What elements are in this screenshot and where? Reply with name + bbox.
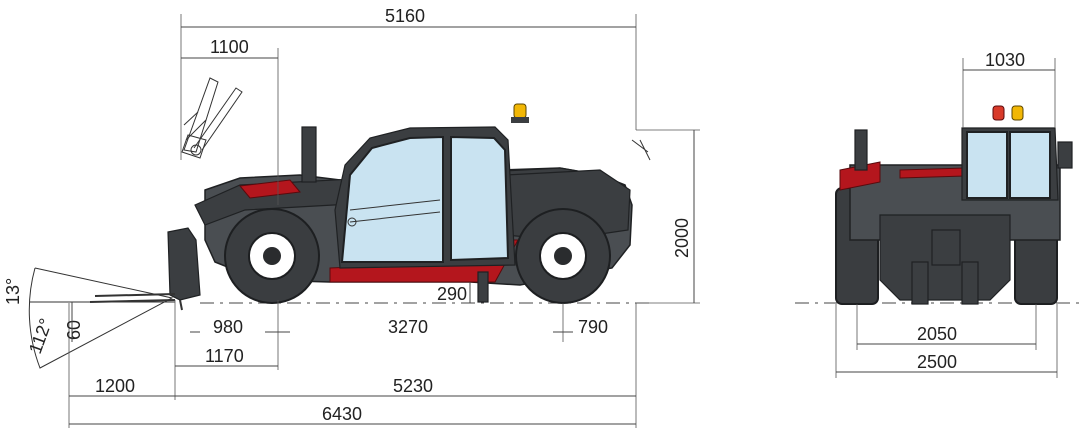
front-fork-right xyxy=(961,261,979,305)
front-wheel xyxy=(224,208,320,304)
front-glass-right xyxy=(1009,131,1051,199)
dim-2050: 2050 xyxy=(917,324,957,344)
dim-2000: 2000 xyxy=(672,218,692,258)
boom-raised-ghost xyxy=(181,77,243,159)
front-fork-left xyxy=(911,261,929,305)
dim-2500: 2500 xyxy=(917,352,957,372)
dim-1030: 1030 xyxy=(985,50,1025,70)
exhaust xyxy=(301,126,317,183)
dim-1200: 1200 xyxy=(95,376,135,396)
dim-5160: 5160 xyxy=(385,6,425,26)
yellow-beacon-icon xyxy=(1011,105,1024,121)
angle-13: 13° xyxy=(3,278,23,305)
dim-290: 290 xyxy=(437,284,467,304)
dim-3270: 3270 xyxy=(388,317,428,337)
dim-6430: 6430 xyxy=(322,404,362,424)
cab-glass-door xyxy=(340,135,444,263)
fork-carriage xyxy=(167,227,201,301)
cab-glass-rear xyxy=(450,135,510,262)
front-glass-left xyxy=(966,131,1008,199)
dim-790: 790 xyxy=(578,317,608,337)
rear-wheel xyxy=(515,208,611,304)
dim-1100: 1100 xyxy=(210,37,249,57)
dim-1170: 1170 xyxy=(205,346,244,366)
dim-60: 60 xyxy=(64,320,84,340)
beacon-icon xyxy=(513,103,527,119)
rear-leg xyxy=(477,271,489,303)
dim-980: 980 xyxy=(213,317,243,337)
front-mirror xyxy=(1057,141,1073,169)
fork-tilt-envelope xyxy=(28,267,174,369)
front-view-dimensions: 1030 2050 2500 xyxy=(835,50,1058,378)
front-view-machine xyxy=(795,105,1080,305)
side-view-dimensions: 5160 1100 2000 290 980 3270 790 1170 120… xyxy=(3,6,700,428)
dim-5230: 5230 xyxy=(393,376,433,396)
red-beacon-icon xyxy=(992,105,1005,121)
side-view-machine xyxy=(28,77,655,369)
